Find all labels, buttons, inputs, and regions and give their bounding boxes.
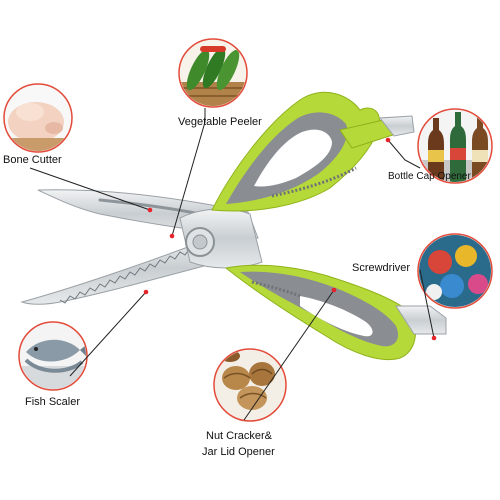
marker-bone-cutter [147,207,153,213]
label-screwdriver: Screwdriver [352,262,411,274]
leader-vegetable-peeler [171,108,206,237]
vegetables-photo [178,38,248,108]
label-fish-scaler: Fish Scaler [25,396,81,408]
leader-bottle-cap-opener [387,139,421,169]
label-vegetable-peeler: Vegetable Peeler [178,116,262,128]
leader-screwdriver [419,269,435,339]
bottle-caps-photo [417,233,493,309]
label-bone-cutter: Bone Cutter [3,154,62,166]
feature-markers [143,137,437,341]
pivot-body [179,208,263,269]
label-nut-cracker-line1: Nut Cracker& [206,430,273,442]
upper-handle [211,91,415,212]
label-bottle-cap-opener: Bottle Cap Opener [388,171,471,182]
marker-fish-scaler [143,289,149,295]
bottles-photo [417,108,493,184]
leader-fish-scaler [69,291,147,377]
marker-bottle-cap-opener [385,137,391,143]
marker-screwdriver [431,335,437,341]
leader-nut-cracker [243,289,335,421]
marker-nut-cracker [331,287,337,293]
fish-photo [18,321,88,391]
label-nut-cracker-line2: Jar Lid Opener [202,446,275,458]
walnuts-photo [213,348,287,422]
lower-handle [224,264,447,361]
leader-bone-cutter [29,167,151,211]
leader-lines [29,108,435,421]
marker-vegetable-peeler [169,233,175,239]
chicken-photo [3,83,73,153]
